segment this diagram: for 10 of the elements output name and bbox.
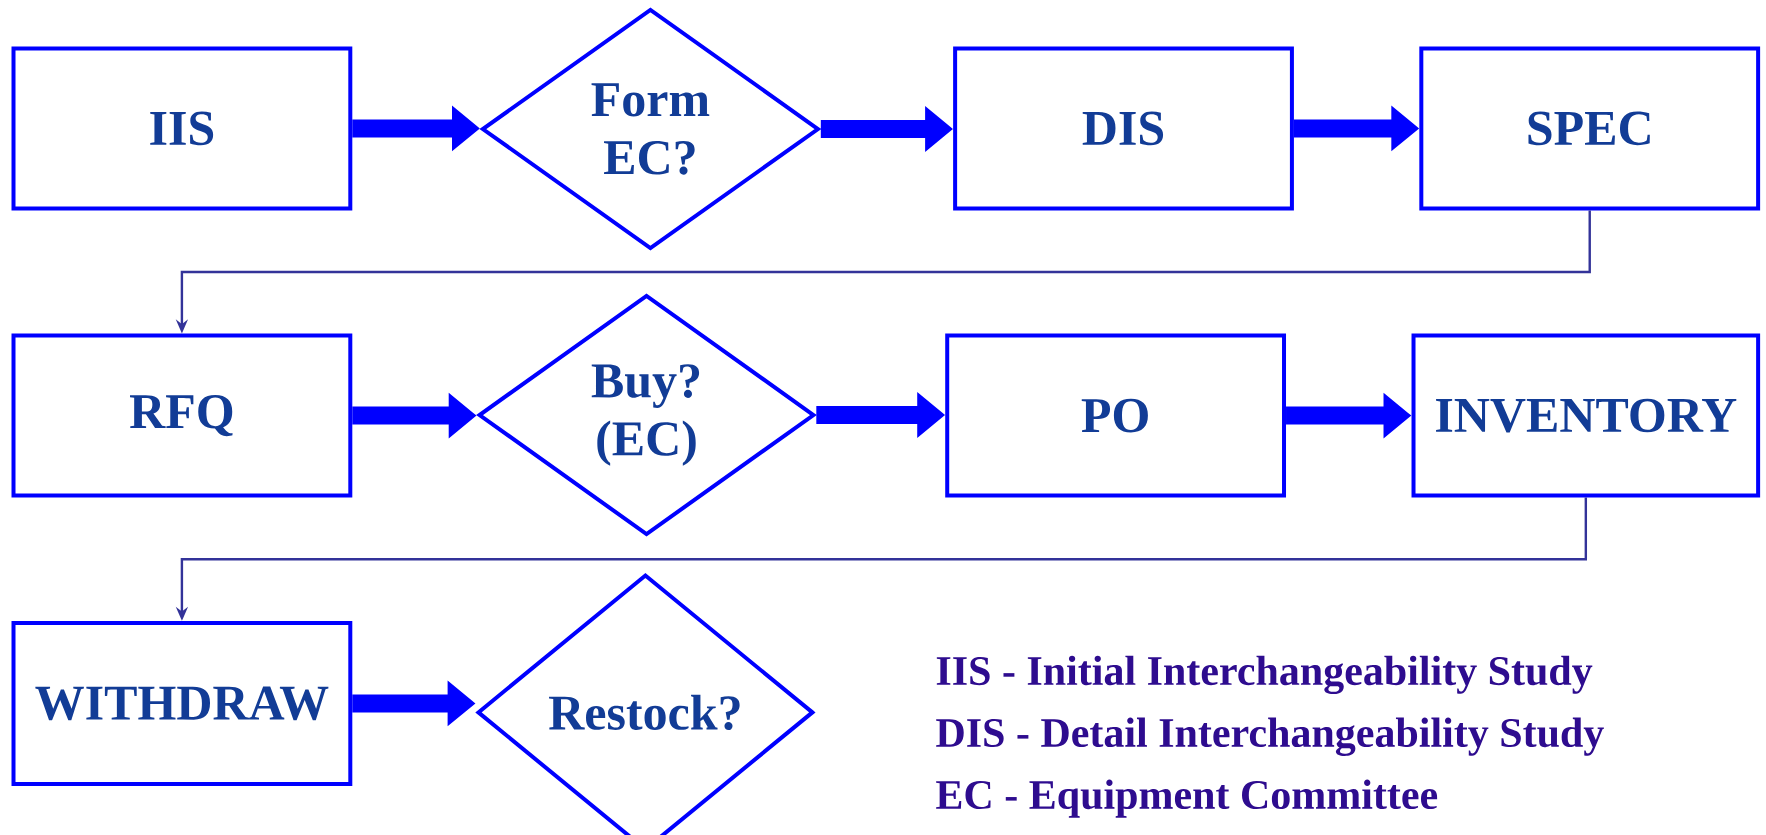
legend-text: IIS - Initial Interchangeability Study [936,655,1593,695]
process-box: PO [945,333,1286,498]
process-box: SPEC [1419,46,1761,211]
process-box: WITHDRAW [11,620,353,786]
legend-text: EC - Equipment Committee [936,779,1438,818]
legend-text: DIS - Detail Interchangeability Study [936,717,1604,756]
process-box: DIS [953,46,1294,211]
process-box: INVENTORY [1411,333,1761,498]
process-box: IIS [11,46,353,211]
process-box: RFQ [11,333,353,498]
